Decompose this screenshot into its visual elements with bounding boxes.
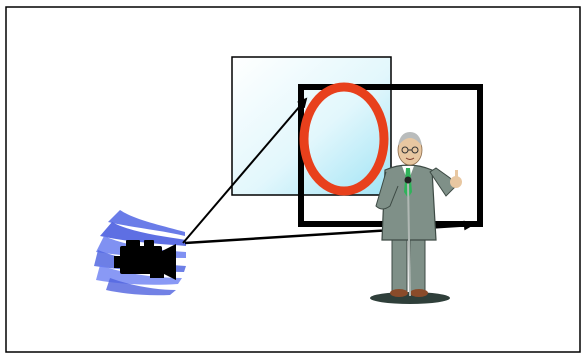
presenter-with-microphone-icon — [370, 132, 462, 304]
video-camera-icon — [114, 240, 176, 280]
arrow-to-projection — [182, 97, 308, 244]
focus-ring — [299, 82, 389, 196]
